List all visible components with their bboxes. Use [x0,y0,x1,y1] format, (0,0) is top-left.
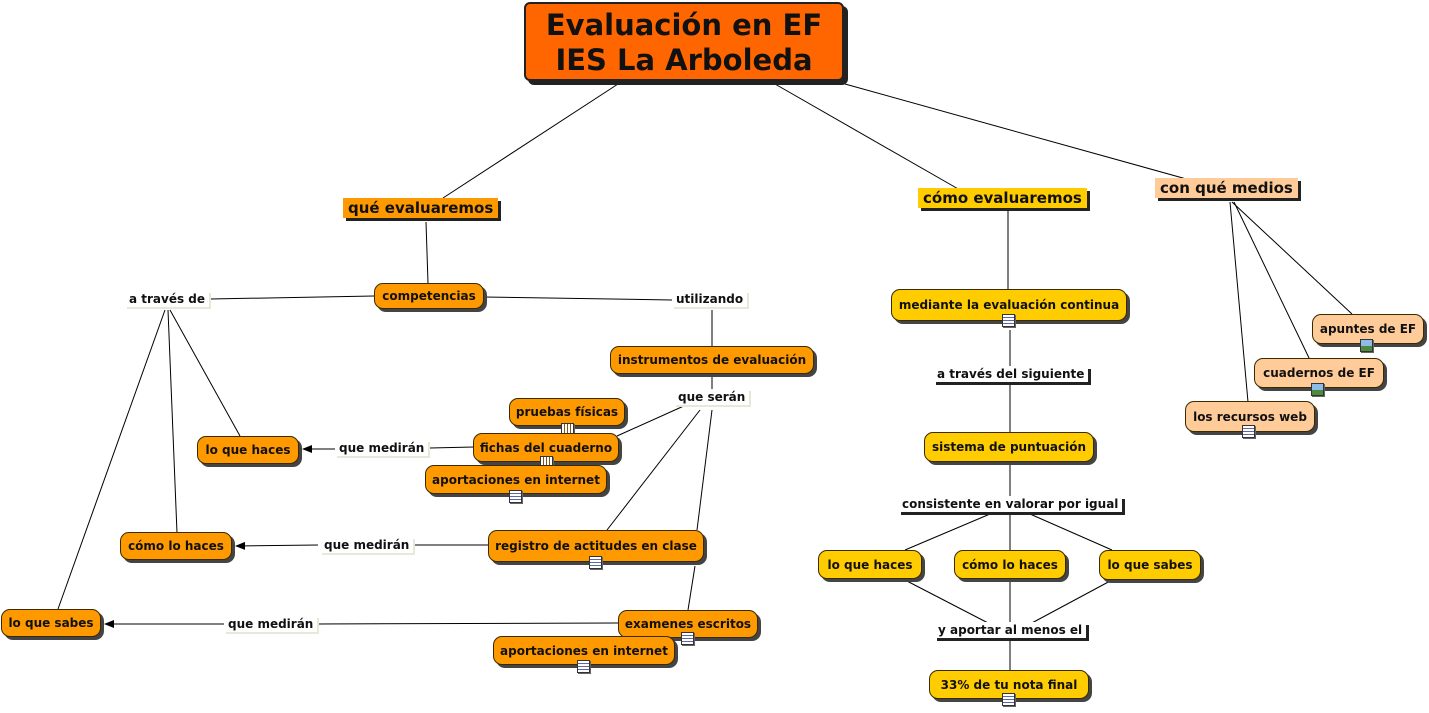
label-consistente-en-valorar: consistente en valorar por igual [898,496,1123,512]
label-que-mediran-1: que medirán [335,440,429,456]
label-que-mediran-2: que medirán [320,537,414,553]
document-icon[interactable] [681,632,694,645]
node-pruebas-fisicas[interactable]: pruebas físicas [509,398,625,426]
node-lo-que-haces-left[interactable]: lo que haces [197,436,299,464]
document-icon[interactable] [1002,693,1015,706]
document-icon[interactable] [589,556,602,569]
node-33-nota-final[interactable]: 33% de tu nota final [929,670,1089,699]
label-que-seran: que serán [674,389,750,405]
document-icon[interactable] [577,660,590,673]
node-como-lo-haces-mid[interactable]: cómo lo haces [954,550,1066,579]
node-sistema-puntuacion[interactable]: sistema de puntuación [924,432,1094,462]
label-y-aportar-al-menos: y aportar al menos el [934,622,1087,638]
node-competencias[interactable]: competencias [374,283,484,309]
label-a-traves-de: a través de [125,291,210,307]
node-recursos-web[interactable]: los recursos web [1185,401,1315,432]
label-a-traves-del-siguiente: a través del siguiente [933,366,1089,382]
node-lo-que-haces-mid[interactable]: lo que haces [818,550,922,579]
title-line-2: IES La Arboleda [555,43,813,77]
node-lo-que-sabes-left[interactable]: lo que sabes [1,609,101,637]
document-icon[interactable] [1002,314,1015,327]
node-evaluacion-continua[interactable]: mediante la evaluación continua [891,289,1127,321]
node-instrumentos-evaluacion[interactable]: instrumentos de evaluación [610,346,814,374]
image-icon[interactable] [1360,339,1373,352]
node-lo-que-sabes-mid[interactable]: lo que sabes [1099,550,1201,580]
header-que-evaluaremos[interactable]: qué evaluaremos [343,198,499,218]
image-icon[interactable] [1311,383,1324,396]
label-utilizando: utilizando [672,291,748,307]
title-line-1: Evaluación en EF [545,8,823,42]
map-title: Evaluación en EF IES La Arboleda [524,2,844,81]
node-examenes-escritos[interactable]: examenes escritos [618,610,758,638]
header-como-evaluaremos[interactable]: cómo evaluaremos [918,188,1087,208]
header-con-que-medios[interactable]: con qué medios [1155,178,1298,198]
label-que-mediran-3: que medirán [224,616,318,632]
node-como-lo-haces-left[interactable]: cómo lo haces [120,532,232,560]
node-aportaciones-internet-1[interactable]: aportaciones en internet [425,465,607,494]
document-icon[interactable] [1242,425,1255,438]
document-icon[interactable] [509,490,522,503]
